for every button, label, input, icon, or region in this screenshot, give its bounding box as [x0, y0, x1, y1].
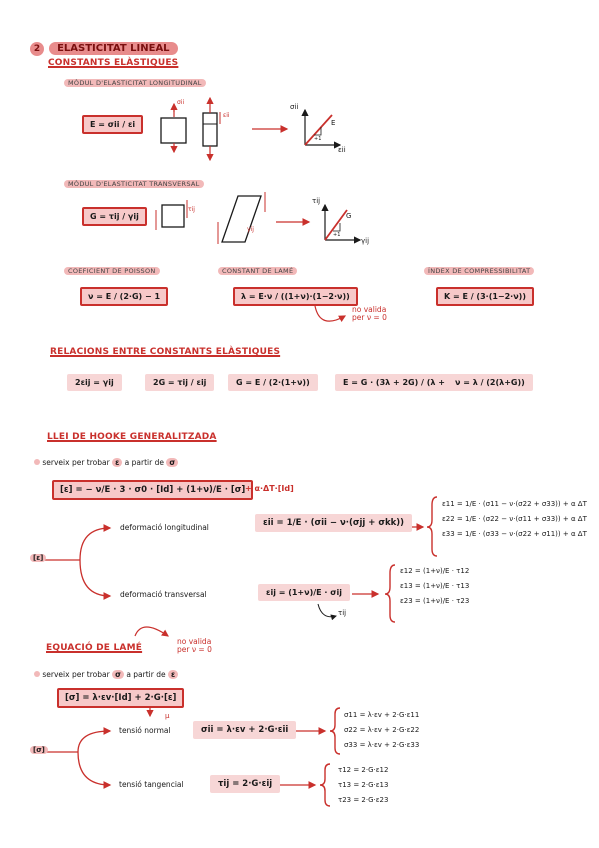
lame-note-line2: per ν = 0: [177, 645, 212, 654]
normal-formula: σii = λ·εv + 2·G·εii: [193, 721, 297, 739]
lame-bullet-chip2: ε: [168, 670, 179, 679]
lame-note: no valida per ν = 0: [177, 638, 212, 654]
shear-formula: G = τij / γij: [82, 207, 147, 226]
tangential-label: tensió tangencial: [119, 780, 184, 789]
tangential-eq-3: τ23 = 2·G·ε23: [338, 796, 389, 804]
shear-label: MÒDUL D'ELASTICITAT TRANSVERSAL: [64, 180, 204, 188]
shear-graph-x: γij: [361, 237, 370, 245]
transversal-eq-1: ε12 = (1+ν)/E · τ12: [400, 567, 470, 575]
sheared-shape: [221, 195, 262, 243]
young-slope: E: [331, 119, 336, 127]
tangential-eq-2: τ13 = 2·G·ε13: [338, 781, 389, 789]
hooke-bullet-chip2: σ: [166, 458, 179, 467]
brace-transversal: [384, 564, 396, 623]
relation-1: 2εij = γij: [67, 374, 122, 391]
section-title: ELASTICITAT LINEAL: [49, 42, 178, 55]
relation-4: E = G · (3λ + 2G) / (λ + G): [335, 374, 466, 391]
tangential-eqs: τ12 = 2·G·ε12 τ13 = 2·G·ε13 τ23 = 2·G·ε2…: [338, 763, 388, 808]
relations-heading: RELACIONS ENTRE CONSTANTS ELÀSTIQUES: [50, 347, 281, 357]
normal-label: tensió normal: [119, 726, 171, 735]
lame-bullet-text1: serveix per trobar: [42, 670, 110, 679]
longitudinal-eqs: ε11 = 1/E · (σ11 − ν·(σ22 + σ33)) + α ΔT…: [442, 497, 587, 542]
lame-constant-note-line1: no valida: [352, 305, 387, 314]
longitudinal-eq-3: ε33 = 1/E · (σ33 − ν·(σ22 + σ11)) + α ΔT: [442, 530, 587, 538]
lame-bullet-chip1: σ: [112, 670, 124, 679]
relation-2: 2G = τij / εij: [145, 374, 215, 391]
transversal-formula: εij = (1+ν)/E · σij: [258, 584, 350, 601]
lame-bullet-text2: a partir de: [126, 670, 166, 679]
young-sigma-label: σii: [177, 99, 185, 106]
transversal-eqs: ε12 = (1+ν)/E · τ12 ε13 = (1+ν)/E · τ13 …: [400, 564, 469, 609]
normal-eqs: σ11 = λ·εv + 2·G·ε11 σ22 = λ·εv + 2·G·ε2…: [344, 708, 419, 753]
shear-graph-y: τij: [312, 197, 321, 205]
section-number: 2: [30, 42, 44, 56]
hooke-thermal-term: + α·ΔT·[Id]: [245, 484, 294, 493]
brace-normal: [329, 707, 341, 755]
hooke-bullet: serveix per trobar ε a partir de σ: [34, 458, 179, 467]
transversal-eq-3: ε23 = (1+ν)/E · τ23: [400, 597, 470, 605]
hooke-root: [ε]: [30, 554, 47, 562]
hooke-heading: LLEI DE HOOKE GENERALITZADA: [47, 432, 217, 442]
longitudinal-eq-2: ε22 = 1/E · (σ22 − ν·(σ11 + σ33)) + α ΔT: [442, 515, 587, 523]
lame-constant-note-line2: per ν = 0: [352, 313, 387, 322]
young-graph-y: σii: [290, 103, 299, 111]
poisson-label: COEFICIENT DE POISSON: [64, 267, 160, 275]
shear-unit: +1: [333, 232, 341, 238]
transversal-eq-2: ε13 = (1+ν)/E · τ13: [400, 582, 470, 590]
lame-heading: EQUACIÓ DE LAMÉ: [46, 643, 143, 653]
tangential-eq-1: τ12 = 2·G·ε12: [338, 766, 389, 774]
brace-tangential: [319, 763, 331, 807]
bulk-label: ÍNDEX DE COMPRESSIBILITAT: [424, 267, 535, 275]
shear-gamma-label: γij: [247, 226, 254, 233]
hooke-bullet-text1: serveix per trobar: [42, 458, 110, 467]
relation-5: ν = λ / (2(λ+G)): [447, 374, 533, 391]
lame-constant-label: CONSTANT DE LAMÉ: [218, 267, 298, 275]
transversal-label: deformació transversal: [120, 590, 207, 599]
bulk-formula: K = E / (3·(1−2·ν)): [436, 287, 534, 306]
young-label: MÒDUL D'ELASTICITAT LONGITUDINAL: [64, 79, 206, 87]
lame-bullet: serveix per trobar σ a partir de ε: [34, 670, 179, 679]
bullet-dot: [34, 459, 40, 465]
shear-slope: G: [346, 212, 352, 220]
relation-3: G = E / (2·(1+ν)): [228, 374, 318, 391]
lame-constant-formula: λ = E·ν / ((1+ν)·(1−2·ν)): [233, 287, 358, 306]
lame-constant-note: no valida per ν = 0: [352, 306, 387, 322]
constants-heading: CONSTANTS ELÀSTIQUES: [48, 58, 179, 68]
hooke-main-formula: [ε] = − ν/E · 3 · σ0 · [Id] + (1+ν)/E · …: [52, 480, 254, 500]
longitudinal-formula: εii = 1/E · (σii − ν·(σjj + σkk)): [255, 514, 413, 532]
young-unit: +1: [314, 136, 322, 142]
stretched-bar-shape: [202, 112, 218, 147]
hooke-bullet-chip1: ε: [112, 458, 123, 467]
transversal-note: τij: [338, 609, 347, 617]
tangential-formula: τij = 2·G·εij: [210, 775, 281, 793]
lame-note-line1: no valida: [177, 637, 212, 646]
lame-mu: μ: [165, 712, 170, 720]
normal-eq-2: σ22 = λ·εv + 2·G·ε22: [344, 726, 420, 734]
brace-longitudinal: [426, 496, 438, 557]
hooke-bullet-text2: a partir de: [124, 458, 164, 467]
normal-eq-3: σ33 = λ·εv + 2·G·ε33: [344, 741, 420, 749]
longitudinal-eq-1: ε11 = 1/E · (σ11 − ν·(σ22 + σ33)) + α ΔT: [442, 500, 587, 508]
young-formula: E = σii / εi: [82, 115, 144, 134]
young-eps-label: εii: [223, 112, 230, 119]
young-graph-x: εii: [338, 146, 346, 154]
bullet-dot: [34, 671, 40, 677]
normal-eq-1: σ11 = λ·εv + 2·G·ε11: [344, 711, 420, 719]
longitudinal-label: deformació longitudinal: [120, 523, 209, 532]
section-header: 2 ELASTICITAT LINEAL: [30, 36, 178, 56]
lame-root: [σ]: [30, 746, 48, 754]
square-shape: [160, 117, 187, 144]
shear-tau-label: τij: [188, 206, 195, 213]
poisson-formula: ν = E / (2·G) − 1: [80, 287, 169, 306]
lame-main-formula: [σ] = λ·εv·[Id] + 2·G·[ε]: [57, 688, 185, 708]
